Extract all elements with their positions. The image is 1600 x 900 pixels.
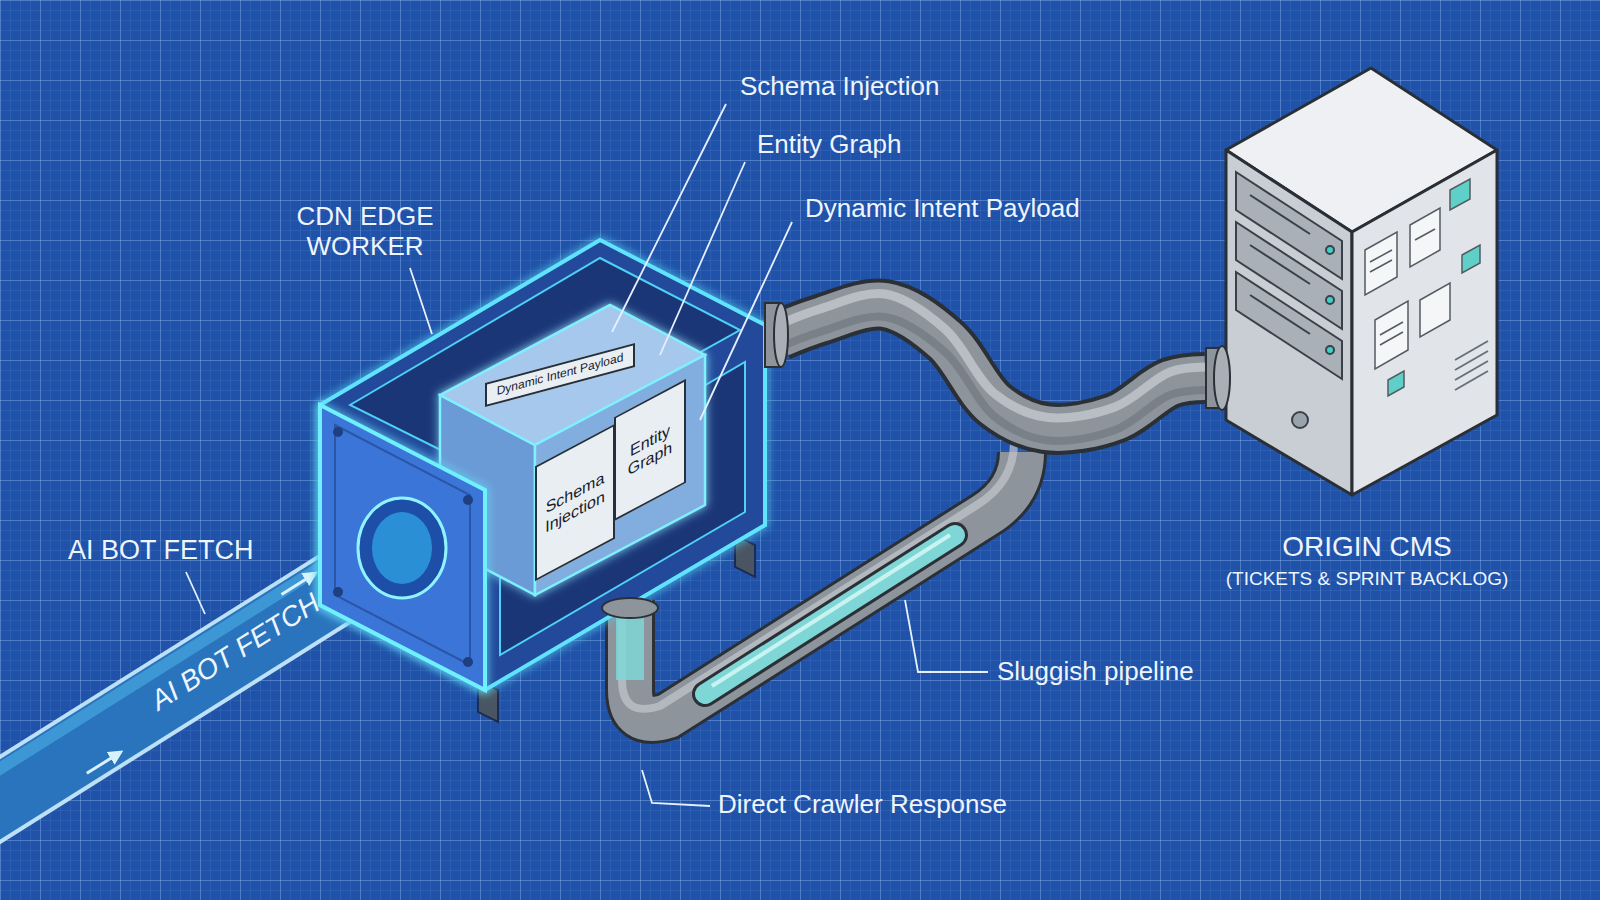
drive-bay — [1236, 172, 1342, 428]
node-text-block: ORIGIN CMS (TICKETS & SPRINT BACKLOG) — [1192, 530, 1542, 594]
vent-part — [1455, 341, 1488, 390]
callout-label: AI BOT FETCH — [68, 535, 254, 566]
drive-bay-part — [1326, 246, 1334, 254]
drive-bay-part — [1236, 272, 1342, 379]
housing-body — [320, 240, 765, 690]
sticky-note-part — [1410, 208, 1440, 267]
sticky-note-part — [1450, 179, 1470, 210]
housing-front-face-part — [320, 405, 485, 690]
inbound-pipe-part — [0, 548, 400, 812]
housing-front-face — [320, 405, 485, 690]
pipe-collar-part — [602, 598, 658, 618]
node-heading: CDN EDGE WORKER — [270, 202, 460, 262]
glass-window — [616, 615, 644, 680]
housing-front-face-part — [333, 427, 343, 437]
drive-bay-part — [1250, 195, 1310, 234]
node-subheading: (TICKETS & SPRINT BACKLOG) — [1226, 568, 1509, 591]
sticky-note-part — [1388, 371, 1404, 396]
callout-label: Direct Crawler Response — [718, 790, 1007, 820]
server-tower-part — [1352, 150, 1497, 495]
server-tower-part — [1226, 150, 1352, 495]
housing-front-face-part — [372, 512, 432, 584]
housing-front-face-part — [463, 495, 473, 505]
drive-bay-part — [1326, 346, 1334, 354]
pipe-collar-part — [774, 303, 788, 367]
inbound-pipe-part — [0, 548, 400, 812]
node-text-block: CDN EDGE WORKER — [270, 202, 460, 266]
sticky-note-part — [1375, 301, 1408, 369]
sticky-note-part — [1420, 283, 1450, 337]
drive-bay-part — [1250, 245, 1310, 284]
pipe-shade — [780, 317, 1205, 441]
leader-line-part — [700, 222, 792, 420]
housing-front-face-part — [463, 657, 473, 667]
housing-front-face-part — [333, 587, 343, 597]
module-title: Entity Graph — [622, 417, 678, 484]
node-heading: ORIGIN CMS — [1282, 530, 1452, 564]
sticky-note-part — [1365, 232, 1397, 295]
sticky-note-part — [1462, 245, 1480, 273]
module-cube-part — [535, 355, 705, 595]
origin-server: ORIGIN CMS(TICKETS & SPRINT BACKLOG) — [1205, 60, 1505, 510]
pipe-label: AI BOT FETCH — [145, 587, 325, 717]
callout-label: Sluggish pipeline — [997, 657, 1194, 687]
drive-bay-part — [1292, 412, 1308, 428]
pipe-connector — [780, 294, 1205, 441]
callout-label: Dynamic Intent Payload — [805, 194, 1080, 224]
housing-front-face-part — [335, 425, 470, 665]
sticky-note-part — [1370, 229, 1435, 345]
pipe-flange — [1206, 346, 1230, 410]
server-drawing — [1205, 60, 1505, 510]
leader-line — [186, 572, 205, 614]
leader-line — [642, 770, 710, 806]
leader-line-part — [660, 162, 745, 355]
edge-worker-housing: CDN EDGE WORKERDynamic Intent PayloadSch… — [300, 230, 780, 730]
pipe-flange-part — [1214, 346, 1230, 410]
housing-front-face-part — [358, 498, 446, 598]
callout-label: Entity Graph — [757, 130, 902, 160]
sticky-note — [1365, 179, 1480, 396]
drive-bay-part — [1250, 295, 1310, 334]
leader-line-part — [410, 268, 432, 334]
flow-arrow — [87, 752, 121, 773]
leader-line — [410, 104, 792, 420]
pipe-highlight — [780, 294, 1205, 418]
callout-label: Schema Injection — [740, 72, 939, 102]
leader-line — [905, 600, 988, 672]
leader-line-part — [612, 104, 726, 332]
glass-window — [712, 535, 950, 686]
drive-bay-part — [1326, 296, 1334, 304]
server-tower — [1226, 68, 1497, 495]
module-title: Schema Injection — [543, 467, 607, 538]
vent — [1455, 341, 1488, 390]
